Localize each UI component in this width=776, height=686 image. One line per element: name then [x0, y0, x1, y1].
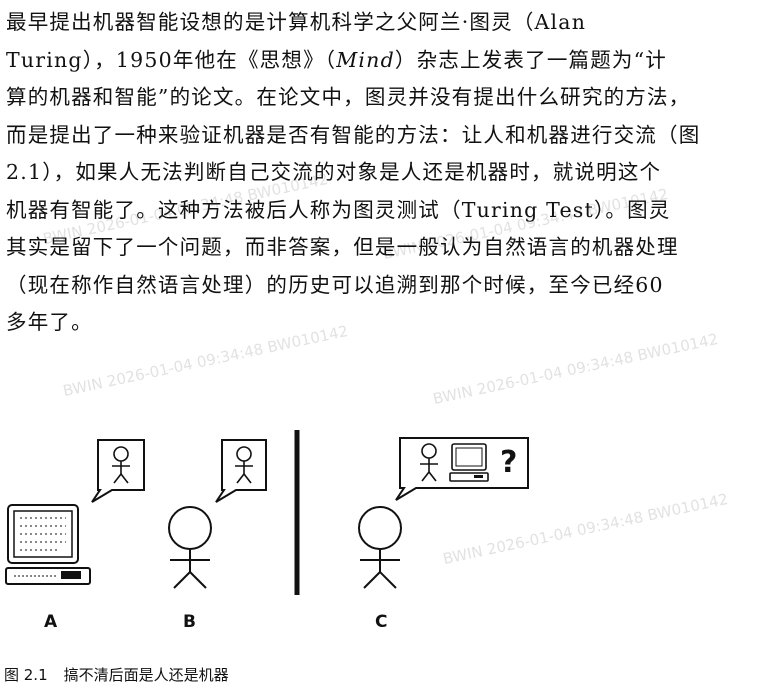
- person-small-icon: [235, 446, 253, 484]
- paragraph-line-part: ）杂志上发表了一篇题为“计: [394, 47, 668, 72]
- body-paragraph: 最早提出机器智能设想的是计算机科学之父阿兰·图灵（Alan Turing），19…: [6, 4, 770, 342]
- paragraph-line: 而是提出了一种来验证机器是否有智能的方法：让人和机器进行交流（图: [6, 122, 701, 147]
- paragraph-line: 算的机器和智能”的论文。在论文中，图灵并没有提出什么研究的方法，: [6, 85, 691, 109]
- turing-test-figure: ? A B C: [0, 420, 776, 686]
- paragraph-line: （现在称作自然语言处理）的历史可以追溯到那个时候，至今已经60: [6, 272, 664, 297]
- paragraph-line: 机器有智能了。这种方法被后人称为图灵测试（Turing Test）。图灵: [6, 197, 671, 222]
- speech-bubble-c: [395, 437, 529, 501]
- person-small-icon: [112, 446, 130, 484]
- paragraph-line: 多年了。: [6, 310, 93, 334]
- panel-label-b: B: [183, 612, 196, 632]
- question-mark: ?: [500, 445, 517, 480]
- paragraph-line: 其实是留下了一个问题，而非答案，但是一般认为自然语言的机器处理: [6, 235, 679, 259]
- figure-illustration: ?: [5, 430, 529, 595]
- person-c-icon: [358, 506, 402, 589]
- paragraph-line: 最早提出机器智能设想的是计算机科学之父阿兰·图灵（Alan: [6, 10, 587, 34]
- speech-bubble-a: [91, 439, 145, 503]
- paragraph-line: 2.1），如果人无法判断自己交流的对象是人还是机器时，就说明这个: [6, 160, 662, 184]
- paragraph-line: Turing），1950年他在《思想》（Mind）杂志上发表了一篇题为“计: [6, 42, 770, 80]
- paragraph-line-part: Turing），1950年他在《思想》（: [6, 47, 337, 72]
- speech-bubble-b: [215, 439, 267, 503]
- computer-small-icon: [449, 443, 489, 482]
- computer-a-icon: [5, 504, 91, 585]
- journal-title: Mind: [336, 47, 395, 72]
- watermark: BWIN 2026-01-04 09:34:48 BW010142: [431, 329, 720, 409]
- figure-caption: 图 2.1 搞不清后面是人还是机器: [4, 664, 229, 685]
- person-b-icon: [168, 506, 212, 589]
- panel-label-a: A: [44, 612, 58, 632]
- figure-number: 图 2.1: [4, 666, 48, 684]
- person-small-icon: [420, 443, 438, 482]
- caption-text: 搞不清后面是人还是机器: [63, 666, 229, 684]
- panel-label-c: C: [375, 612, 388, 632]
